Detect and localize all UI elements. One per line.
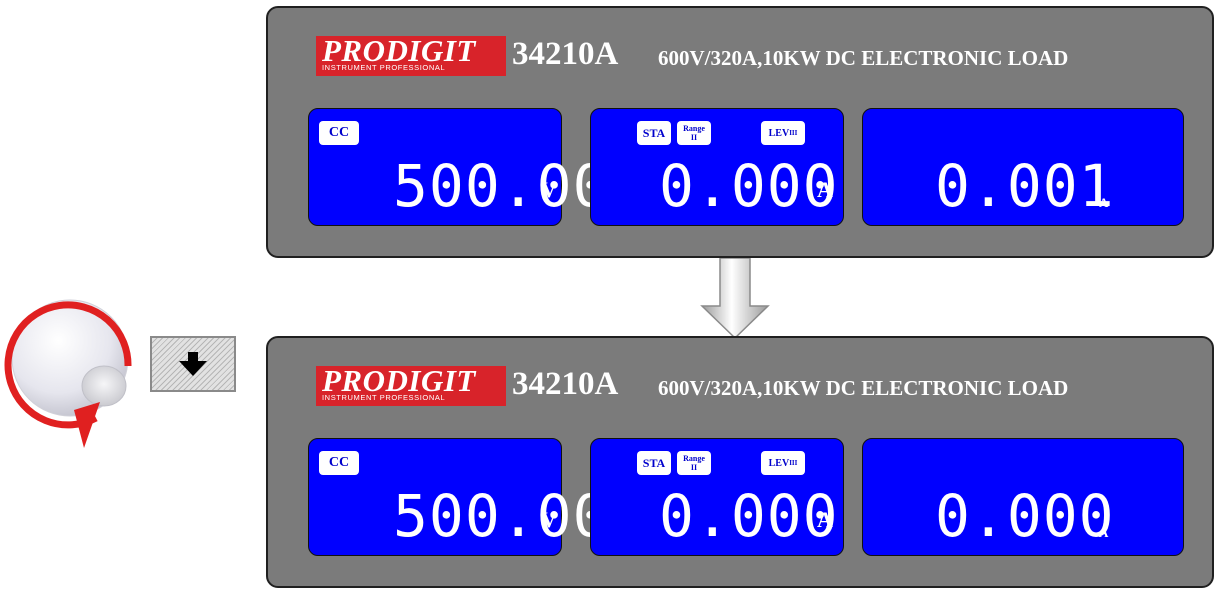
setting-display: 0.000 A — [862, 438, 1184, 556]
logo-name: PRODIGIT — [322, 363, 476, 398]
voltage-readout: 500.00 — [393, 482, 609, 550]
rotation-arrow-icon — [4, 301, 132, 429]
down-key-button[interactable] — [150, 336, 236, 392]
current-unit: A — [817, 507, 833, 532]
level-value: III — [789, 459, 798, 467]
level-label: LEV — [768, 127, 790, 139]
cc-mode-badge: CC — [319, 121, 359, 145]
level-label: LEV — [768, 457, 790, 469]
range-badge: Range II — [677, 121, 711, 145]
range-level: II — [690, 463, 698, 472]
model-spec: 600V/320A,10KW DC ELECTRONIC LOAD — [658, 46, 1069, 70]
sta-badge: STA — [637, 451, 671, 475]
range-label: Range — [683, 124, 705, 133]
model-spec: 600V/320A,10KW DC ELECTRONIC LOAD — [658, 376, 1069, 400]
front-panel-before: PRODIGIT INSTRUMENT PROFESSIONAL 34210A … — [266, 6, 1214, 258]
logo-subtitle: INSTRUMENT PROFESSIONAL — [322, 63, 446, 72]
rotary-knob-icon — [4, 299, 132, 448]
level-value: III — [789, 129, 798, 137]
model-number: 34210A — [512, 366, 619, 402]
logo-subtitle: INSTRUMENT PROFESSIONAL — [322, 393, 446, 402]
current-readout: 0.000 — [659, 482, 839, 550]
voltage-unit: V — [541, 177, 557, 202]
setting-display: 0.001 A — [862, 108, 1184, 226]
logo-name: PRODIGIT — [322, 33, 476, 68]
setting-readout: 0.000 — [935, 482, 1115, 550]
range-label: Range — [683, 454, 705, 463]
current-unit: A — [817, 177, 833, 202]
voltage-unit: V — [541, 507, 557, 532]
setting-unit: A — [1099, 525, 1109, 540]
prodigit-logo: PRODIGIT INSTRUMENT PROFESSIONAL — [316, 363, 506, 406]
voltage-display: CC 500.00 V — [308, 108, 608, 226]
voltage-display: CC 500.00 V — [308, 438, 608, 556]
current-readout: 0.000 — [659, 152, 839, 220]
sta-badge: STA — [637, 121, 671, 145]
range-badge: Range II — [677, 451, 711, 475]
model-number: 34210A — [512, 36, 619, 72]
cc-mode-badge: CC — [319, 451, 359, 475]
setting-readout: 0.001 — [935, 152, 1115, 220]
range-level: II — [690, 133, 698, 142]
down-arrow-icon — [179, 352, 207, 376]
front-panel-after: PRODIGIT INSTRUMENT PROFESSIONAL 34210A … — [266, 336, 1214, 588]
prodigit-logo: PRODIGIT INSTRUMENT PROFESSIONAL — [316, 33, 506, 76]
voltage-readout: 500.00 — [393, 152, 609, 220]
setting-unit: A — [1099, 195, 1109, 210]
transition-arrow-icon — [700, 258, 770, 340]
